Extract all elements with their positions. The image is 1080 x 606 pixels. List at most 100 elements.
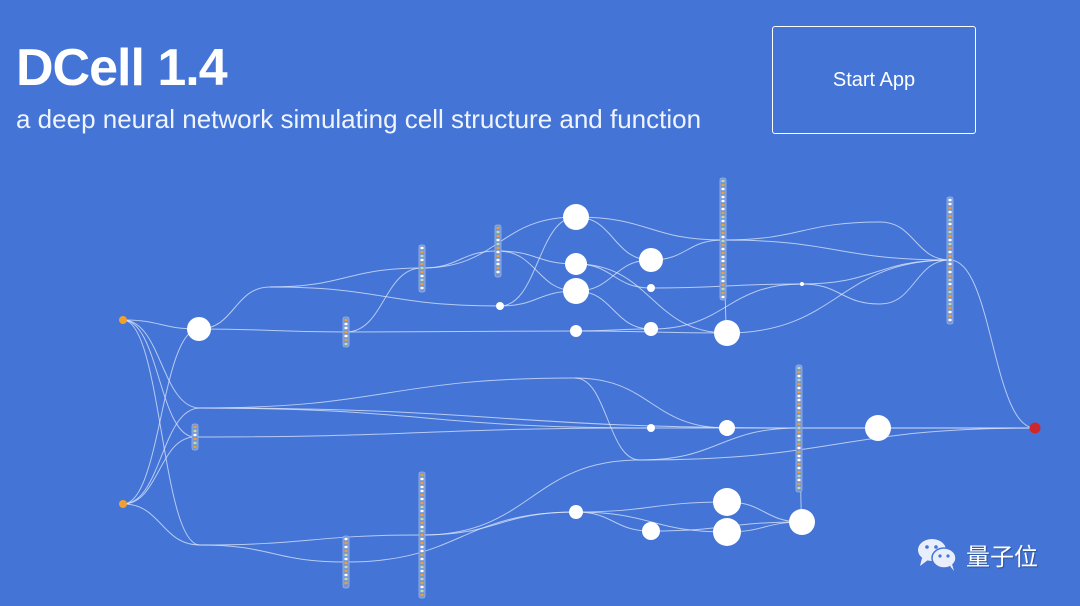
gene-cell — [496, 266, 500, 270]
gene-cell — [721, 275, 725, 279]
gene-cell — [496, 230, 500, 234]
wechat-icon — [918, 539, 957, 571]
gene-cell — [420, 489, 424, 493]
subsystem-node[interactable] — [865, 415, 891, 441]
gene-cell — [344, 577, 348, 581]
network-edge — [199, 544, 347, 563]
network-edge — [194, 427, 652, 438]
gene-cell — [948, 290, 952, 294]
gene-cell — [420, 545, 424, 549]
network-edge — [722, 221, 881, 241]
watermark: 量子位 — [916, 536, 1038, 572]
gene-cell — [420, 282, 424, 286]
input-node[interactable] — [119, 316, 127, 324]
gene-cell — [420, 525, 424, 529]
subsystem-node[interactable] — [644, 322, 658, 336]
subsystem-node[interactable] — [714, 320, 740, 346]
gene-cell — [948, 294, 952, 298]
gene-cell — [496, 234, 500, 238]
gene-cell — [193, 441, 197, 445]
gene-cell — [948, 274, 952, 278]
gene-cell — [344, 537, 348, 541]
gene-cell — [420, 561, 424, 565]
gene-cell — [797, 486, 801, 490]
network-edge — [575, 216, 724, 241]
gene-cell — [797, 446, 801, 450]
network-edge — [122, 319, 201, 409]
gene-cell — [948, 302, 952, 306]
gene-cell — [420, 585, 424, 589]
gene-cell — [344, 326, 348, 330]
network-edge — [269, 267, 423, 288]
network-edge — [122, 503, 201, 546]
subsystem-node[interactable] — [563, 278, 589, 304]
gene-cell — [721, 203, 725, 207]
network-edge — [879, 221, 951, 261]
network-edge — [801, 259, 951, 285]
gene-cell — [721, 183, 725, 187]
subsystem-node[interactable] — [570, 325, 582, 337]
gene-cell — [948, 202, 952, 206]
subsystem-node[interactable] — [642, 522, 660, 540]
gene-cell — [948, 250, 952, 254]
gene-cell — [721, 215, 725, 219]
gene-cell — [496, 254, 500, 258]
gene-cell — [344, 545, 348, 549]
gene-cell — [948, 214, 952, 218]
network-edge — [879, 259, 951, 305]
subsystem-node[interactable] — [800, 282, 804, 286]
subsystem-node[interactable] — [569, 505, 583, 519]
gene-cell — [721, 219, 725, 223]
gene-cell — [721, 223, 725, 227]
gene-cell — [344, 541, 348, 545]
network-edge — [650, 283, 803, 289]
subsystem-node[interactable] — [639, 248, 663, 272]
gene-cell — [420, 286, 424, 290]
gene-cell — [797, 454, 801, 458]
gene-cell — [344, 549, 348, 553]
subsystem-node[interactable] — [713, 518, 741, 546]
gene-cell — [420, 250, 424, 254]
subsystem-node[interactable] — [719, 420, 735, 436]
subsystem-node[interactable] — [187, 317, 211, 341]
network-edge — [345, 267, 423, 333]
network-edge — [122, 328, 200, 505]
subsystem-node[interactable] — [647, 424, 655, 432]
gene-cell — [797, 418, 801, 422]
subsystem-node[interactable] — [496, 302, 504, 310]
subsystem-node[interactable] — [565, 253, 587, 275]
gene-cell — [797, 466, 801, 470]
gene-cell — [797, 474, 801, 478]
subsystem-node[interactable] — [647, 284, 655, 292]
input-node[interactable] — [119, 500, 127, 508]
network-edge — [421, 511, 577, 536]
network-edge — [639, 427, 1036, 461]
gene-cell — [797, 422, 801, 426]
gene-cell — [420, 565, 424, 569]
gene-cell — [420, 497, 424, 501]
start-app-button[interactable]: Start App — [772, 26, 976, 134]
output-node[interactable] — [1029, 422, 1041, 434]
gene-cell — [344, 318, 348, 322]
gene-cell — [193, 433, 197, 437]
network-edge — [639, 427, 800, 461]
gene-cell — [797, 426, 801, 430]
gene-cell — [721, 279, 725, 283]
gene-cell — [721, 207, 725, 211]
subsystem-node[interactable] — [789, 509, 815, 535]
gene-cell — [496, 250, 500, 254]
gene-cell — [193, 425, 197, 429]
network-edge — [949, 259, 1036, 429]
subsystem-node[interactable] — [563, 204, 589, 230]
gene-cell — [721, 271, 725, 275]
gene-cell — [721, 267, 725, 271]
gene-cell — [420, 589, 424, 593]
gene-cell — [420, 513, 424, 517]
gene-cell — [721, 191, 725, 195]
network-edge — [421, 459, 641, 536]
subsystem-node[interactable] — [713, 488, 741, 516]
network-edge — [345, 330, 577, 333]
gene-cell — [948, 222, 952, 226]
network-edge — [421, 250, 499, 269]
gene-cell — [721, 259, 725, 263]
